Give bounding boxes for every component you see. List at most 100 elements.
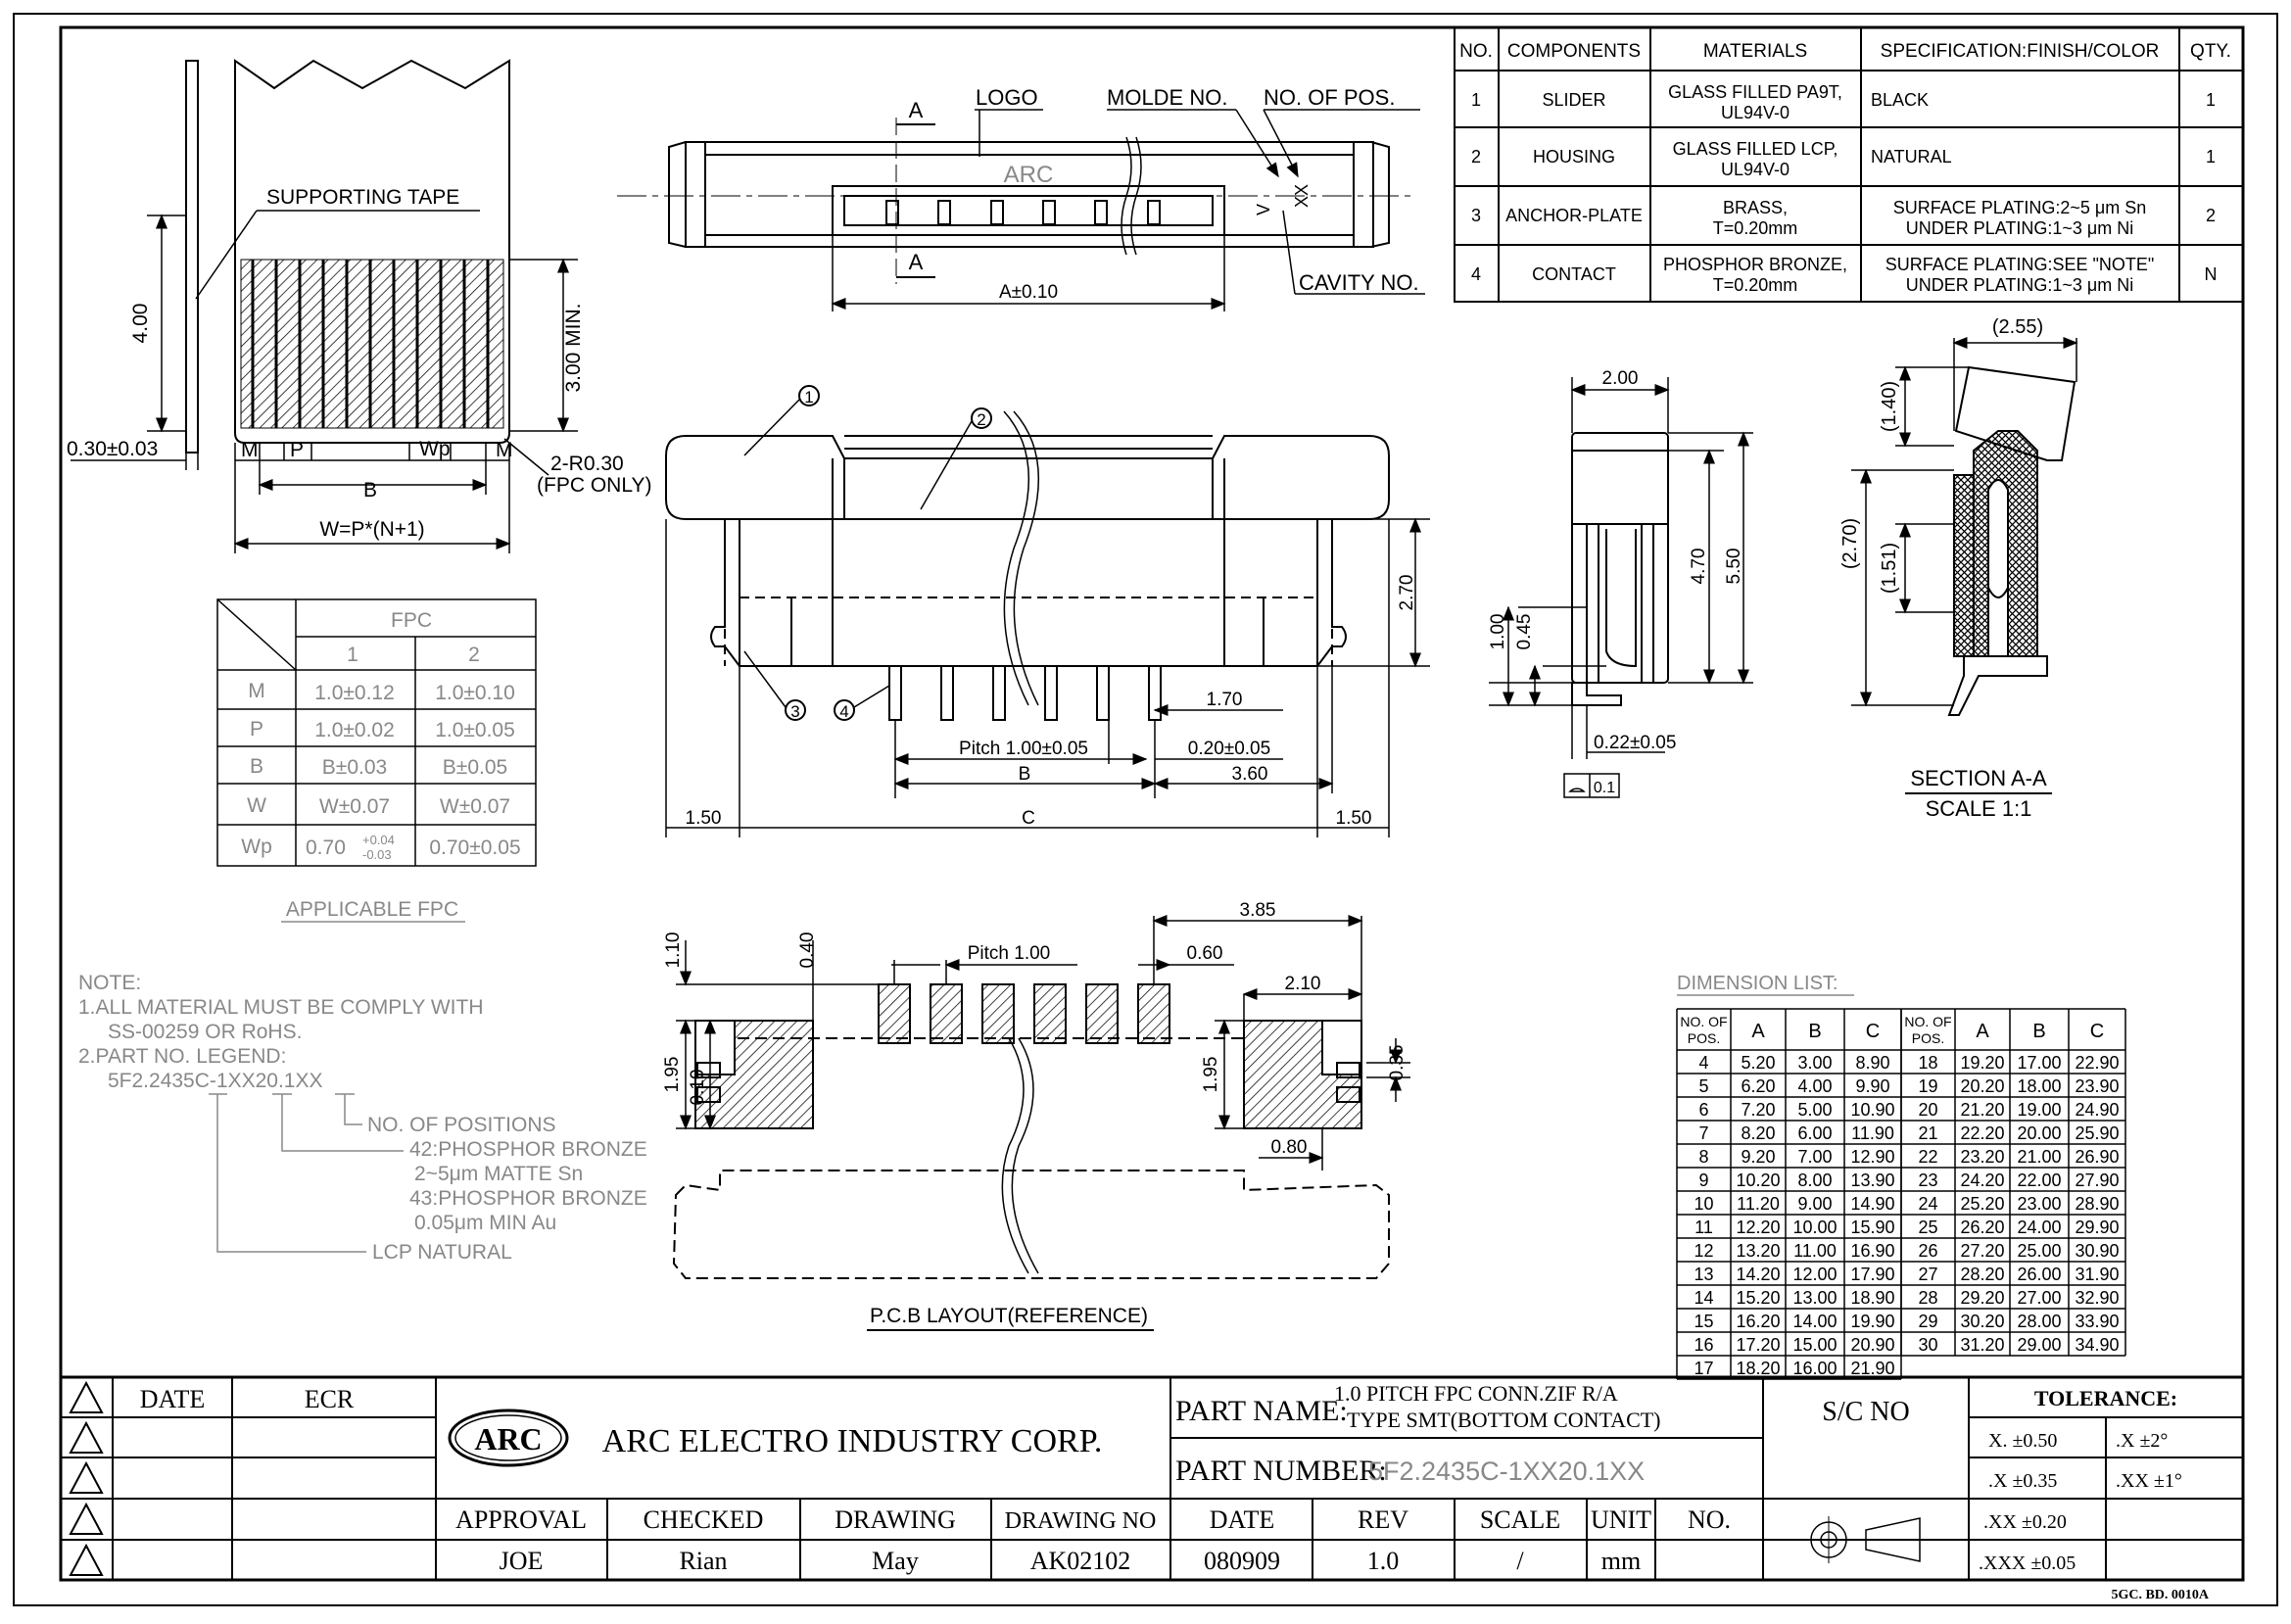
pos-mark: XX: [1292, 184, 1312, 208]
dimension-list-cell: 26.90: [2075, 1147, 2119, 1167]
bom-cell: 2: [1471, 147, 1481, 167]
dim-label: Wp: [419, 438, 451, 460]
dimension-list-cell: 13.90: [1850, 1170, 1894, 1190]
dimension-list-cell: 5: [1698, 1076, 1708, 1096]
part-name-label: PART NAME:: [1175, 1395, 1348, 1427]
top-view: [617, 109, 1425, 311]
dimension-list-cell: 22: [1918, 1147, 1937, 1167]
drawing-no-value: AK02102: [1030, 1547, 1131, 1575]
dimension-list-cell: 27.00: [2017, 1288, 2061, 1308]
bom-cell: BRASS,: [1723, 198, 1788, 217]
fpc-table-col: 2: [468, 644, 480, 666]
fpc-cell-sub: -0.03: [362, 847, 392, 862]
balloon-1: 1: [804, 388, 813, 406]
dim-label: 0.22±0.05: [1594, 733, 1676, 753]
checked-value: Rian: [679, 1547, 727, 1575]
dim-label: 0.10: [688, 1070, 708, 1106]
bom-cell: NATURAL: [1871, 147, 1952, 167]
dimension-list-cell: 4.00: [1797, 1076, 1832, 1096]
dimension-list-cell: 26: [1918, 1241, 1937, 1261]
dimension-list-header: B: [1808, 1021, 1821, 1042]
fpc-table: [216, 598, 537, 867]
dimension-list-cell: 23.20: [1960, 1147, 2004, 1167]
dim-label: 4.70: [1689, 549, 1709, 585]
dimension-list-cell: 25.20: [1960, 1194, 2004, 1214]
bom-cell: BLACK: [1871, 90, 1929, 110]
legend-line: 0.05μm MIN Au: [414, 1212, 556, 1234]
part-number: 5F2.2435C-1XX20.1XX: [1368, 1457, 1645, 1486]
dimension-list-cell: 13: [1694, 1265, 1713, 1284]
side-view: [1489, 377, 1753, 798]
cavity-mark: V: [1254, 204, 1273, 215]
fpc-cell: 1.0±0.05: [435, 719, 515, 741]
dimension-list-cell: 8: [1698, 1147, 1708, 1167]
approval-header: APPROVAL: [455, 1505, 587, 1534]
dimension-list-cell: 10.00: [1792, 1218, 1837, 1237]
fpc-cell-sup: +0.04: [362, 833, 395, 847]
dimension-list-cell: 22.90: [2075, 1053, 2119, 1073]
scale-header: SCALE: [1480, 1505, 1560, 1534]
dimension-list-cell: 17: [1694, 1359, 1713, 1378]
company-name: ARC ELECTRO INDUSTRY CORP.: [602, 1423, 1103, 1459]
dimension-list-cell: 28.90: [2075, 1194, 2119, 1214]
dim-label: 3.85: [1240, 900, 1276, 921]
dimension-list-cell: 25.00: [2017, 1241, 2061, 1261]
fpc-cell: W±0.07: [319, 795, 390, 818]
pcb-caption: P.C.B LAYOUT(REFERENCE): [870, 1305, 1148, 1327]
tolerance-value: .XX ±0.20: [1983, 1511, 2067, 1533]
dimension-list-cell: 5.20: [1741, 1053, 1775, 1073]
front-view: [665, 385, 1430, 837]
flatness-value: 0.1: [1594, 780, 1615, 796]
dim-label: Pitch 1.00±0.05: [959, 739, 1088, 759]
legend-line: 43:PHOSPHOR BRONZE: [409, 1187, 647, 1210]
dimension-list-cell: 18.90: [1850, 1288, 1894, 1308]
dimension-list-title: DIMENSION LIST:: [1677, 973, 1838, 994]
dimension-list-cell: 14.20: [1736, 1265, 1780, 1284]
fpc-table-text: FPC 1 2 M 1.0±0.12 1.0±0.10 P 1.0±0.02 1…: [241, 609, 520, 862]
fpc-view-labels: SUPPORTING TAPE 4.00 3.00 MIN. 0.30±0.03…: [67, 186, 651, 541]
dim-label: C: [1022, 808, 1035, 829]
dim-label: B: [1019, 764, 1031, 785]
fpc-table-title: FPC: [391, 609, 432, 632]
inner-border: [59, 25, 2245, 1582]
bom-cell: 1: [2206, 147, 2216, 167]
dimension-list-cell: 15.00: [1792, 1335, 1837, 1355]
dimension-list-header: C: [2090, 1021, 2104, 1042]
dim-label: B: [363, 479, 377, 502]
dim-label: 1.50: [1336, 808, 1372, 829]
dimension-list-cell: 14: [1694, 1288, 1713, 1308]
tolerance-value: .XX ±1°: [2116, 1470, 2182, 1492]
fpc-view: [71, 59, 578, 553]
dimension-list-cell: 24.20: [1960, 1170, 2004, 1190]
bom-rows: 1 SLIDER GLASS FILLED PA9T, UL94V-0 BLAC…: [1471, 82, 2218, 295]
dimension-list-cell: 23.00: [2017, 1194, 2061, 1214]
dimension-list-cell: 14.90: [1850, 1194, 1894, 1214]
dimension-list-cell: 16.90: [1850, 1241, 1894, 1261]
dimension-list-cell: 11: [1694, 1218, 1713, 1237]
dim-label: W=P*(N+1): [319, 518, 424, 541]
dimension-list-cell: 27.20: [1960, 1241, 2004, 1261]
dim-label: 1.00: [1488, 614, 1508, 650]
dimension-list-cell: 10.90: [1850, 1100, 1894, 1120]
bom-cell: GLASS FILLED LCP,: [1673, 139, 1838, 159]
fpc-cell: 1.0±0.12: [314, 682, 395, 704]
dim-label: M: [241, 439, 259, 461]
dimension-list-cell: 25: [1918, 1218, 1937, 1237]
balloon-4: 4: [839, 702, 848, 721]
dim-label: 1.70: [1207, 690, 1243, 710]
dimension-list-cell: 10.20: [1736, 1170, 1780, 1190]
fpc-cell: W±0.07: [440, 795, 510, 818]
nopos-label: NO. OF POS.: [1264, 85, 1395, 110]
fpc-row-label: Wp: [241, 836, 272, 858]
dimension-list-cell: 10: [1694, 1194, 1713, 1214]
dim-label: 2.00: [1602, 368, 1639, 389]
dimension-list-cell: 25.90: [2075, 1123, 2119, 1143]
ecr-header: ECR: [305, 1385, 355, 1413]
bom-cell: 2: [2206, 206, 2216, 225]
dimension-list-cell: 13.00: [1792, 1288, 1837, 1308]
logo-label: LOGO: [976, 85, 1038, 110]
dimension-list-cell: 16.00: [1792, 1359, 1837, 1378]
bom-cell: UL94V-0: [1721, 160, 1790, 179]
